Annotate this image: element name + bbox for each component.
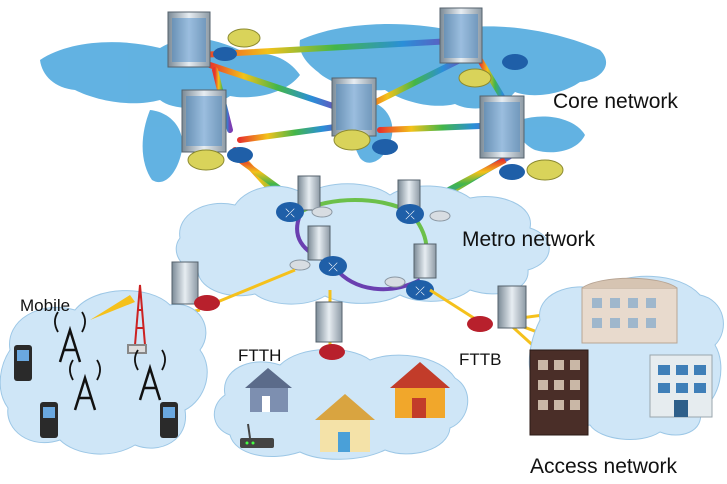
building-icon: [649, 354, 713, 418]
mobile-label: Mobile: [20, 296, 71, 315]
metro-switch-2: ⤫: [396, 179, 451, 224]
svg-text:⤫: ⤫: [285, 206, 295, 220]
svg-text:⤫: ⤫: [405, 208, 415, 222]
building-icon: [529, 349, 589, 436]
core-node-3: [181, 89, 253, 171]
core-node-4: [331, 77, 398, 155]
cell-antenna-icon: [54, 311, 86, 363]
ftth-hub: [315, 301, 345, 360]
core-node-2: [439, 7, 528, 88]
house-icon: [245, 368, 292, 412]
mobile-phone-icon: [160, 402, 178, 438]
house-icon: [315, 394, 375, 452]
wireless-beam: [90, 295, 135, 320]
cell-antenna-icon: [134, 349, 166, 401]
modem-icon: [240, 423, 274, 448]
svg-text:⤫: ⤫: [415, 284, 425, 298]
house-icon: [390, 362, 450, 418]
metro-switch-3: ⤫: [289, 225, 347, 276]
core-node-5: [479, 95, 564, 181]
mobile-base-station: [171, 261, 220, 311]
access-network-label: Access network: [530, 455, 678, 478]
ftth-label: FTTH: [238, 346, 282, 365]
svg-text:⤫: ⤫: [328, 260, 338, 274]
fttb-label: FTTB: [459, 350, 502, 369]
building-icon: [581, 277, 678, 344]
cell-antenna-icon: [69, 359, 101, 411]
core-node-1: [167, 11, 261, 68]
metro-switch-1: ⤫: [276, 175, 333, 222]
mobile-phone-icon: [40, 402, 58, 438]
mobile-phone-icon: [14, 345, 32, 381]
fttb-hub: [467, 285, 527, 332]
metro-network-label: Metro network: [462, 228, 596, 251]
core-network-label: Core network: [553, 90, 678, 113]
metro-switch-4: ⤫: [384, 243, 437, 300]
